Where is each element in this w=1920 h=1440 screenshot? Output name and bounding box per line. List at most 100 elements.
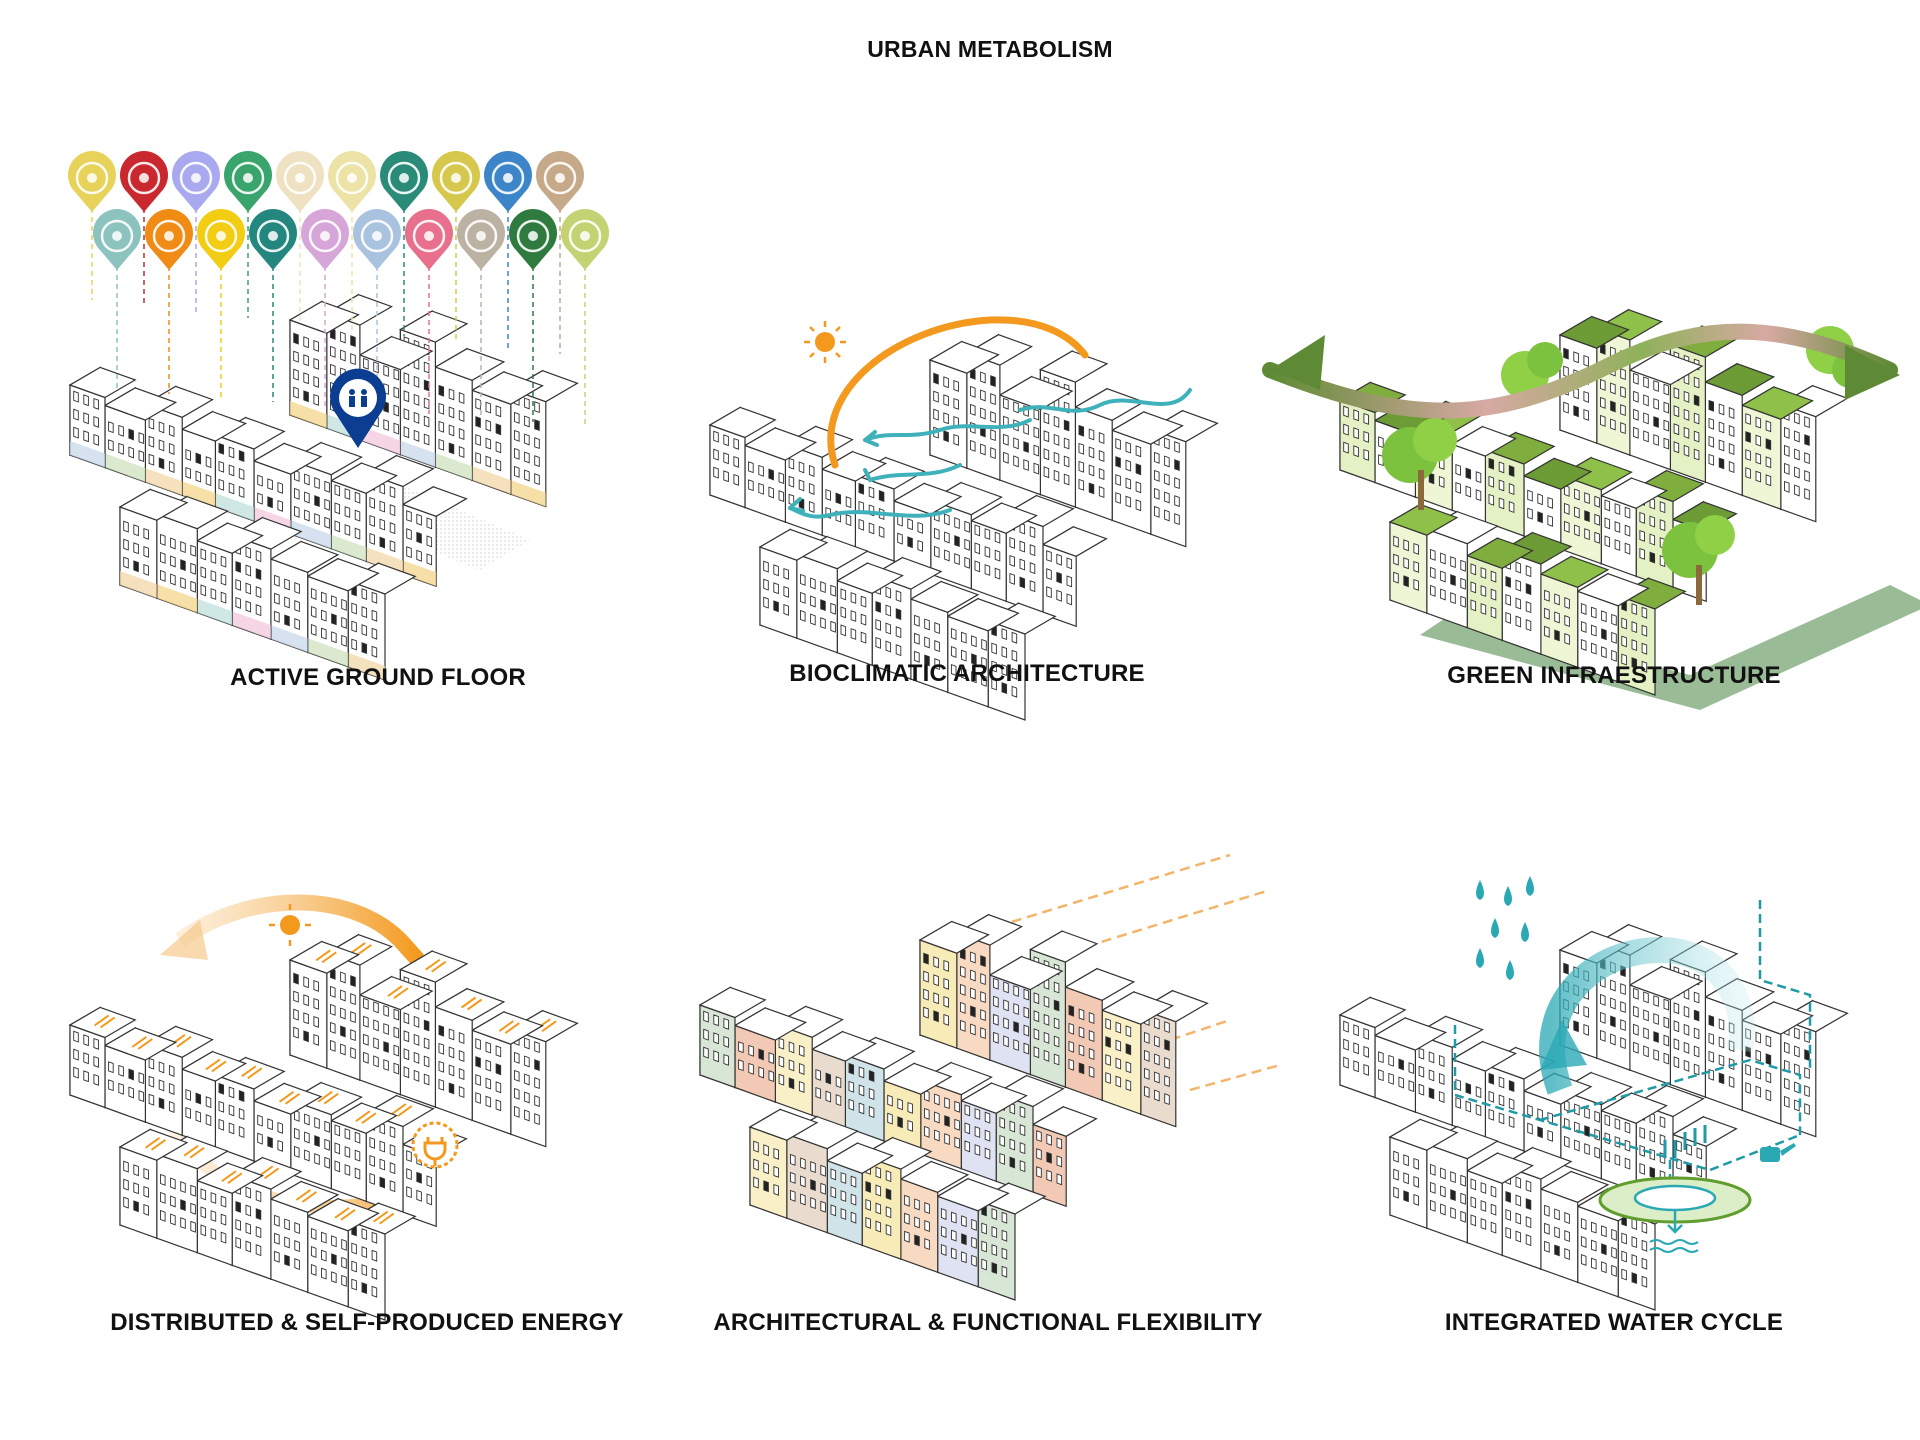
- building: [825, 1142, 894, 1247]
- sun-path-arrow: [827, 316, 1089, 469]
- building: [306, 1197, 380, 1308]
- label-distributed-energy: DISTRIBUTED & SELF-PRODUCED ENERGY: [110, 1309, 624, 1336]
- building: [1373, 1016, 1448, 1113]
- building: [743, 426, 818, 523]
- building: [1483, 431, 1556, 537]
- building: [433, 987, 506, 1122]
- building: [1576, 572, 1650, 683]
- panel-active-ground-floor: [68, 293, 579, 681]
- bike-repair-icon[interactable]: [509, 209, 557, 422]
- tree-icon: [1662, 515, 1735, 605]
- sun-icon: [269, 904, 311, 946]
- building: [346, 1202, 417, 1321]
- watering-can-icon: [1760, 1143, 1796, 1162]
- building: [509, 1009, 579, 1148]
- building: [1450, 425, 1518, 523]
- veterinary-icon[interactable]: [197, 209, 245, 398]
- building: [306, 557, 380, 668]
- building-cluster: [698, 913, 1209, 1301]
- education-icon[interactable]: [276, 151, 324, 324]
- building: [1539, 555, 1610, 669]
- building: [928, 340, 1000, 470]
- tree-icon: [1382, 418, 1457, 510]
- bank-icon[interactable]: [457, 209, 505, 418]
- arrow-head: [1540, 1020, 1587, 1070]
- building: [1522, 457, 1593, 551]
- ventilation-arrows: [788, 388, 1192, 519]
- building: [509, 369, 579, 508]
- building: [969, 502, 1038, 603]
- building: [1599, 1092, 1668, 1193]
- building: [1779, 384, 1849, 523]
- repair-tools-icon[interactable]: [172, 151, 220, 312]
- restaurant-icon[interactable]: [68, 151, 116, 300]
- sewing-icon[interactable]: [484, 151, 532, 348]
- fruit-market-icon[interactable]: [224, 151, 272, 318]
- arrow-head-right: [1845, 345, 1900, 400]
- building: [758, 528, 829, 640]
- retention-pond-icon: [1598, 1176, 1752, 1253]
- building: [946, 597, 1020, 708]
- laundry-icon[interactable]: [432, 151, 480, 342]
- building: [1628, 350, 1704, 471]
- building: [988, 955, 1064, 1076]
- community-pin-icon[interactable]: [330, 368, 386, 448]
- building: [1149, 409, 1219, 548]
- panel-bioclimatic-architecture: [708, 316, 1219, 721]
- jewelry-icon[interactable]: [380, 151, 428, 336]
- building: [269, 1180, 340, 1294]
- building: [118, 488, 189, 600]
- building: [835, 562, 904, 667]
- building-cluster: [68, 933, 579, 1321]
- building: [68, 1006, 137, 1109]
- building: [810, 1030, 878, 1128]
- building: [820, 450, 888, 548]
- school-icon[interactable]: [249, 209, 297, 402]
- shopping-cart-icon[interactable]: [405, 209, 453, 414]
- building: [1425, 510, 1499, 629]
- building: [1465, 1152, 1534, 1257]
- building: [870, 556, 943, 680]
- plug-icon: [411, 1121, 459, 1169]
- building: [708, 406, 777, 509]
- health-cross-icon[interactable]: [120, 151, 168, 306]
- garden-flower-icon[interactable]: [561, 209, 609, 426]
- library-icon[interactable]: [145, 209, 193, 394]
- building: [1465, 537, 1534, 642]
- tree-icon: [1501, 342, 1563, 399]
- building: [195, 522, 264, 627]
- building: [470, 370, 544, 496]
- cafe-icon[interactable]: [93, 209, 141, 390]
- water-cycle-arrow: [1539, 936, 1755, 1095]
- building: [329, 1102, 398, 1203]
- building: [1628, 965, 1704, 1086]
- building: [1703, 362, 1776, 497]
- building: [213, 416, 286, 522]
- building: [195, 1162, 264, 1267]
- care-hands-icon[interactable]: [328, 151, 376, 330]
- label-bioclimatic-architecture: BIOCLIMATIC ARCHITECTURE: [789, 660, 1145, 687]
- building: [269, 540, 340, 654]
- sun-icon: [804, 321, 846, 363]
- label-green-infrastructure: GREEN INFRAESTRUCTURE: [1447, 662, 1781, 689]
- building: [288, 300, 360, 430]
- building: [68, 366, 137, 469]
- ecological-flow-arrow: [1262, 323, 1898, 419]
- building: [843, 1036, 916, 1142]
- infiltration-arrows: [1663, 1125, 1707, 1158]
- building: [899, 1160, 970, 1274]
- building: [1413, 1015, 1484, 1127]
- building: [892, 482, 963, 576]
- building: [882, 1062, 953, 1156]
- theater-icon[interactable]: [301, 209, 349, 406]
- arrow-head: [160, 920, 208, 960]
- panel-distributed-energy: [68, 894, 579, 1321]
- building: [976, 1182, 1047, 1301]
- building: [733, 1006, 808, 1103]
- building: [1616, 577, 1687, 696]
- building: [1522, 1072, 1593, 1166]
- building: [929, 481, 1003, 590]
- building: [1338, 996, 1407, 1099]
- elderly-home-icon[interactable]: [536, 151, 584, 354]
